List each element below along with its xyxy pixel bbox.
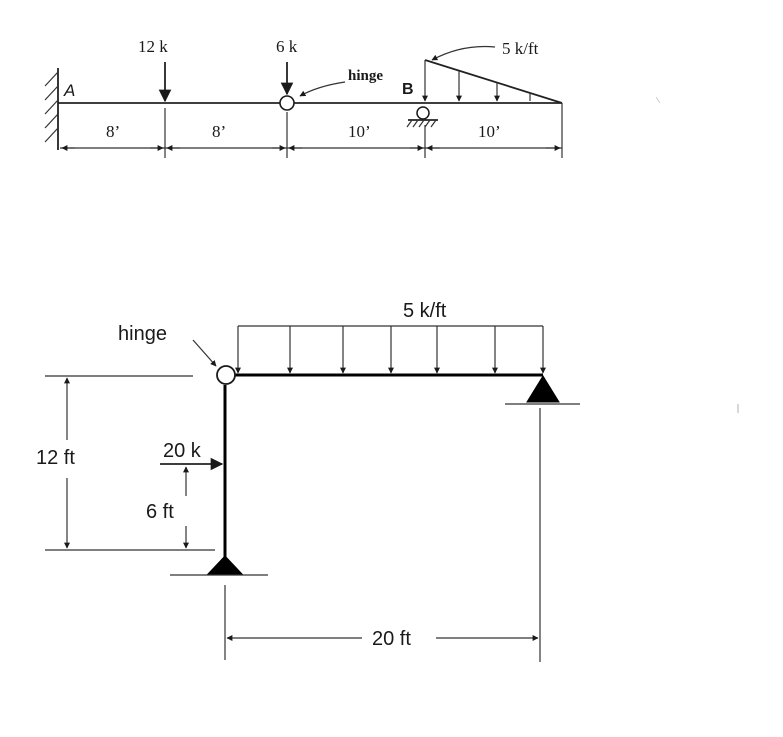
beam-hinge-leader [299,81,346,97]
frame-hinge-label: hinge [118,323,167,345]
distributed-load-leader [431,45,496,61]
scan-speck [655,96,661,104]
frame-diagram: 5 k/ft hinge 20 k 12 ft [36,300,580,662]
dimension-3: 10’ [348,122,371,141]
frame-hinge [216,365,236,385]
dimension-2: 8’ [212,122,226,141]
height-dimension [45,375,215,551]
roller-support-b [406,106,438,128]
dimension-4: 10’ [478,122,501,141]
pin-support-right [505,375,580,405]
fixed-support-a [44,68,59,150]
point-load-12k-label: 12 k [138,37,168,56]
beam-distributed-load-label: 5 k/ft [502,39,539,58]
beam-hinge-label: hinge [348,68,383,84]
horizontal-load-label: 20 k [163,440,202,462]
load-height-label: 6 ft [146,501,174,523]
dimension-1: 8’ [106,122,120,141]
support-b-label: B [402,81,414,98]
point-load-6k-label: 6 k [276,37,298,56]
uniform-distributed-load [235,325,546,374]
height-label: 12 ft [36,447,75,469]
frame-distributed-load-label: 5 k/ft [403,300,447,322]
span-dimension [224,408,541,662]
frame-hinge-leader [192,339,217,367]
beam-hinge [279,95,295,111]
pin-support-left [170,555,268,576]
span-label: 20 ft [372,628,411,650]
support-a-label: A [63,81,75,100]
beam-diagram: A 12 k 6 k hinge B [44,37,563,158]
beam-dimension-line [60,103,563,158]
triangular-distributed-load [422,59,563,104]
